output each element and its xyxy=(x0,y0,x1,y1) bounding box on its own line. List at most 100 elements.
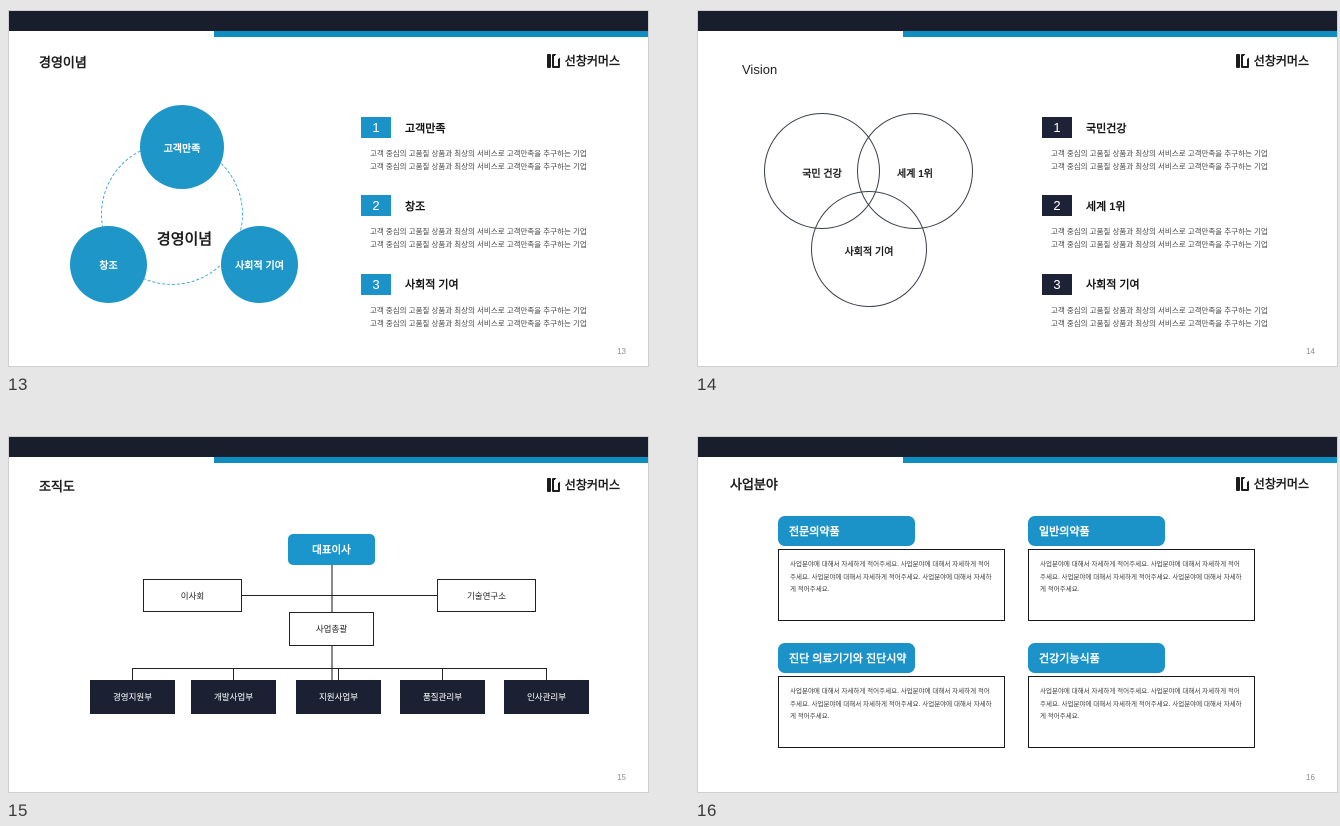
value-item-body: 고객 중심의 고품질 상품과 최상의 서비스로 고객만족을 추구하는 기업 고객… xyxy=(370,225,626,251)
slide-page-number: 15 xyxy=(617,773,626,782)
org-connector-mid-to-bus xyxy=(331,612,333,683)
value-item-number: 1 xyxy=(361,117,391,138)
vision-item-head: 1 국민건강 xyxy=(1042,117,1314,138)
vision-list-item[interactable]: 2 세계 1위 고객 중심의 고품질 상품과 최상의 서비스로 고객만족을 추구… xyxy=(1042,195,1314,251)
card-title: 일반의약품 xyxy=(1028,516,1165,546)
slide-thumbnail-16[interactable]: 사업분야 선창커머스 전문의약품 사업분야에 대해서 자세하게 적어주세요. 사… xyxy=(697,436,1338,793)
vision-item-head: 2 세계 1위 xyxy=(1042,195,1314,217)
slide-16-canvas: 사업분야 선창커머스 전문의약품 사업분야에 대해서 자세하게 적어주세요. 사… xyxy=(697,436,1338,793)
venn-label-bottom: 사회적 기여 xyxy=(844,247,894,258)
org-box-department[interactable]: 품질관리부 xyxy=(400,680,485,714)
slide-13-canvas: 경영이념 선창커머스 고객만족 창조 사회적 기여 경영이념 1 xyxy=(8,10,649,367)
value-circle-top[interactable]: 고객만족 xyxy=(140,105,224,189)
value-item-title: 고객만족 xyxy=(405,122,446,135)
card-body-text: 사업분야에 대해서 자세하게 적어주세요. 사업분야에 대해서 자세하게 적어주… xyxy=(778,549,1005,621)
vision-item-title: 국민건강 xyxy=(1086,122,1127,135)
brand-logo: 선창커머스 xyxy=(546,475,620,493)
header-bar-dark xyxy=(698,437,1337,457)
logo-text: 선창커머스 xyxy=(564,478,620,492)
thumbnail-caption-14: 14 xyxy=(697,375,717,394)
value-item-head: 2 창조 xyxy=(361,195,626,217)
core-values-diagram: 고객만족 창조 사회적 기여 경영이념 xyxy=(39,91,329,341)
logo-text: 선창커머스 xyxy=(564,54,620,68)
org-connector-ceo-to-mid xyxy=(331,562,333,612)
org-box-department[interactable]: 개발사업부 xyxy=(191,680,276,714)
thumbnail-caption-13: 13 xyxy=(8,375,28,394)
header-bar-accent xyxy=(903,31,1337,37)
brand-logo: 선창커머스 xyxy=(1235,51,1309,69)
value-item-body-line: 고객 중심의 고품질 상품과 최상의 서비스로 고객만족을 추구하는 기업 xyxy=(370,227,587,237)
venn-label-left: 국민 건강 xyxy=(802,169,842,180)
page-title: Vision xyxy=(742,62,778,77)
org-box-ceo[interactable]: 대표이사 xyxy=(288,534,375,565)
brand-logo: 선창커머스 xyxy=(546,51,620,69)
vision-item-body-line: 고객 중심의 고품질 상품과 최상의 서비스로 고객만족을 추구하는 기업 xyxy=(1051,318,1268,328)
value-item-body: 고객 중심의 고품질 상품과 최상의 서비스로 고객만족을 추구하는 기업 고객… xyxy=(370,304,626,330)
header-bar-dark xyxy=(9,11,648,31)
venn-circle-bottom[interactable] xyxy=(811,191,927,307)
vision-item-head: 3 사회적 기여 xyxy=(1042,273,1314,295)
org-box-department[interactable]: 지원사업부 xyxy=(296,680,381,714)
value-item-body-line: 고객 중심의 고품질 상품과 최상의 서비스로 고객만족을 추구하는 기업 xyxy=(370,162,587,172)
logo-mark-icon xyxy=(546,51,562,68)
card-body-text: 사업분야에 대해서 자세하게 적어주세요. 사업분야에 대해서 자세하게 적어주… xyxy=(1028,549,1255,621)
org-box-business-gm[interactable]: 사업총괄 xyxy=(289,612,374,646)
org-connector-side xyxy=(143,595,498,596)
card-body-text: 사업분야에 대해서 자세하게 적어주세요. 사업분야에 대해서 자세하게 적어주… xyxy=(1028,676,1255,748)
org-chart: 대표이사 이사회 기술연구소 사업총괄 경영지원부 개발사업부 지원사업부 품질… xyxy=(9,437,648,792)
org-box-board[interactable]: 이사회 xyxy=(143,579,242,612)
value-item-body-line: 고객 중심의 고품질 상품과 최상의 서비스로 고객만족을 추구하는 기업 xyxy=(370,149,587,158)
thumbnail-caption-16: 16 xyxy=(697,801,717,820)
slide-page-number: 16 xyxy=(1306,773,1315,782)
card-body-text: 사업분야에 대해서 자세하게 적어주세요. 사업분야에 대해서 자세하게 적어주… xyxy=(778,676,1005,748)
slide-thumbnail-14[interactable]: Vision 선창커머스 국민 건강 세계 1위 사회적 기여 xyxy=(697,10,1338,367)
vision-item-number: 1 xyxy=(1042,117,1072,138)
org-box-department[interactable]: 경영지원부 xyxy=(90,680,175,714)
vision-item-title: 세계 1위 xyxy=(1086,200,1126,213)
org-box-department[interactable]: 인사관리부 xyxy=(504,680,589,714)
header-bar-accent xyxy=(214,457,648,463)
logo-text: 선창커머스 xyxy=(1253,477,1309,491)
diagram-center-label: 경영이념 xyxy=(156,231,213,248)
value-item-body-line: 고객 중심의 고품질 상품과 최상의 서비스로 고객만족을 추구하는 기업 xyxy=(370,305,587,315)
header-bar-dark xyxy=(698,11,1337,31)
value-list: 1 고객만족 고객 중심의 고품질 상품과 최상의 서비스로 고객만족을 추구하… xyxy=(361,117,626,330)
value-circle-right[interactable]: 사회적 기여 xyxy=(221,226,298,303)
vision-item-body-line: 고객 중심의 고품질 상품과 최상의 서비스로 고객만족을 추구하는 기업 xyxy=(1051,162,1268,172)
value-item-title: 창조 xyxy=(405,200,426,213)
vision-item-body: 고객 중심의 고품질 상품과 최상의 서비스로 고객만족을 추구하는 기업 고객… xyxy=(1051,225,1314,251)
value-list-item[interactable]: 2 창조 고객 중심의 고품질 상품과 최상의 서비스로 고객만족을 추구하는 … xyxy=(361,195,626,251)
slide-14-canvas: Vision 선창커머스 국민 건강 세계 1위 사회적 기여 xyxy=(697,10,1338,367)
value-item-body-line: 고객 중심의 고품질 상품과 최상의 서비스로 고객만족을 추구하는 기업 xyxy=(370,318,587,328)
vision-list-item[interactable]: 1 국민건강 고객 중심의 고품질 상품과 최상의 서비스로 고객만족을 추구하… xyxy=(1042,117,1314,173)
org-box-research[interactable]: 기술연구소 xyxy=(437,579,536,612)
vision-item-body-line: 고객 중심의 고품질 상품과 최상의 서비스로 고객만족을 추구하는 기업 xyxy=(1051,227,1268,237)
value-item-body: 고객 중심의 고품질 상품과 최상의 서비스로 고객만족을 추구하는 기업 고객… xyxy=(370,147,626,173)
logo-text: 선창커머스 xyxy=(1253,54,1309,68)
header-bar-dark xyxy=(9,437,648,457)
value-item-number: 3 xyxy=(361,273,391,295)
value-list-item[interactable]: 1 고객만족 고객 중심의 고품질 상품과 최상의 서비스로 고객만족을 추구하… xyxy=(361,117,626,173)
header-bar-accent xyxy=(214,31,648,37)
value-item-head: 1 고객만족 xyxy=(361,117,626,138)
card-title: 전문의약품 xyxy=(778,516,915,546)
value-list-item[interactable]: 3 사회적 기여 고객 중심의 고품질 상품과 최상의 서비스로 고객만족을 추… xyxy=(361,273,626,330)
vision-item-body-line: 고객 중심의 고품질 상품과 최상의 서비스로 고객만족을 추구하는 기업 xyxy=(1051,149,1268,158)
card-title: 진단 의료기기와 진단시약 xyxy=(778,643,915,673)
vision-item-title: 사회적 기여 xyxy=(1086,279,1140,291)
value-item-body-line: 고객 중심의 고품질 상품과 최상의 서비스로 고객만족을 추구하는 기업 xyxy=(370,240,587,250)
vision-venn-diagram: 국민 건강 세계 1위 사회적 기여 xyxy=(761,101,1051,326)
slide-page-number: 13 xyxy=(617,347,626,356)
slide-thumbnail-13[interactable]: 경영이념 선창커머스 고객만족 창조 사회적 기여 경영이념 1 xyxy=(8,10,649,367)
value-circle-left[interactable]: 창조 xyxy=(70,226,147,303)
slide-thumbnail-15[interactable]: 조직도 선창커머스 xyxy=(8,436,649,793)
vision-item-body: 고객 중심의 고품질 상품과 최상의 서비스로 고객만족을 추구하는 기업 고객… xyxy=(1051,147,1314,173)
logo-mark-icon xyxy=(546,475,562,492)
venn-label-right: 세계 1위 xyxy=(897,169,933,180)
vision-item-body: 고객 중심의 고품질 상품과 최상의 서비스로 고객만족을 추구하는 기업 고객… xyxy=(1051,304,1314,330)
vision-list-item[interactable]: 3 사회적 기여 고객 중심의 고품질 상품과 최상의 서비스로 고객만족을 추… xyxy=(1042,273,1314,330)
slide-page-number: 14 xyxy=(1306,347,1315,356)
logo-mark-icon xyxy=(1235,474,1251,491)
vision-list: 1 국민건강 고객 중심의 고품질 상품과 최상의 서비스로 고객만족을 추구하… xyxy=(1042,117,1314,330)
vision-item-body-line: 고객 중심의 고품질 상품과 최상의 서비스로 고객만족을 추구하는 기업 xyxy=(1051,305,1268,315)
